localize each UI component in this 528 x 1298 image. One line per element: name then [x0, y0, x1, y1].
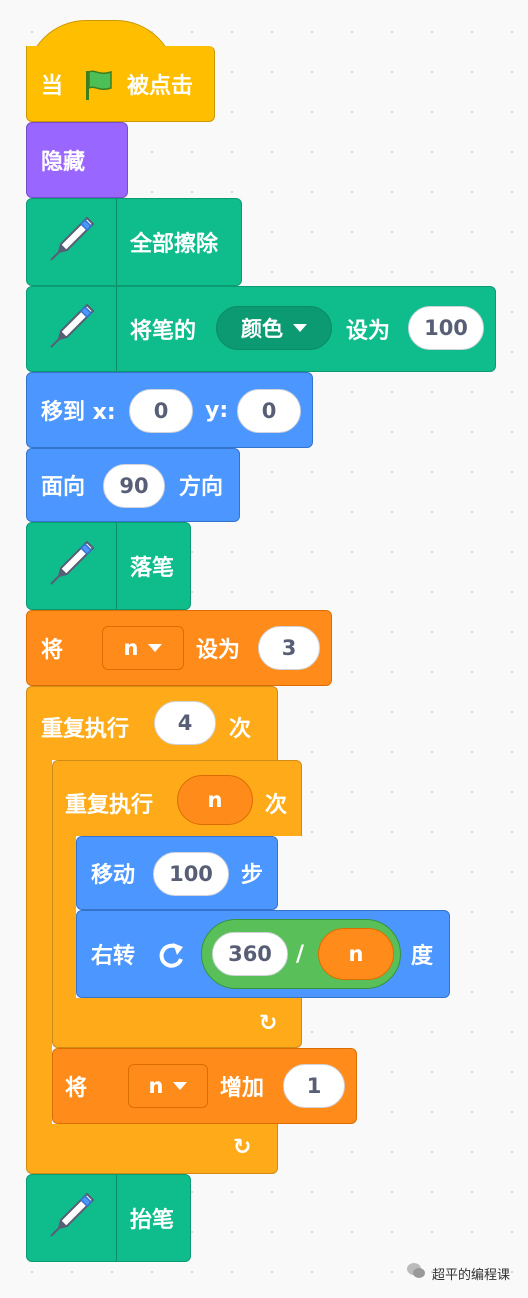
set-to-label: 设为: [346, 319, 391, 344]
divide-sign: /: [296, 942, 305, 967]
pen-icon: [47, 301, 97, 357]
variable-name: n: [123, 636, 139, 660]
repeat-inner-count-reporter[interactable]: n: [177, 775, 253, 825]
move-steps-block[interactable]: 移动 100 步: [76, 836, 278, 910]
repeat-inner-label: 重复执行: [65, 793, 154, 818]
set-var-value-input[interactable]: 3: [258, 626, 320, 670]
turn-right-block[interactable]: 右转 360 / n 度: [76, 910, 450, 998]
when-flag-clicked-block[interactable]: 当 被点击: [26, 46, 215, 122]
pen-up-label: 抬笔: [130, 1208, 175, 1233]
goto-xy-block[interactable]: 移到 x: 0 y: 0: [26, 372, 313, 448]
loop-arrow-icon: ↻: [259, 1011, 278, 1036]
pen-value-input[interactable]: 100: [408, 306, 484, 350]
pen-icon: [47, 538, 97, 594]
pen-param-dropdown[interactable]: 颜色: [216, 306, 332, 350]
dropdown-caret-icon: [293, 324, 307, 332]
pen-up-block[interactable]: 抬笔: [26, 1174, 191, 1262]
set-pen-label: 将笔的: [130, 319, 197, 344]
dropdown-caret-icon: [148, 644, 163, 652]
hide-label: 隐藏: [41, 150, 86, 175]
pen-extension-icon-wrap: [27, 199, 117, 285]
hide-block[interactable]: 隐藏: [26, 122, 128, 198]
turn-right-icon: [155, 939, 187, 977]
point-label: 面向: [41, 475, 86, 500]
divisor-reporter[interactable]: n: [318, 928, 394, 980]
pen-param-value: 颜色: [241, 317, 283, 341]
y-label: y:: [205, 397, 229, 423]
degrees-label: 度: [411, 944, 434, 969]
pen-icon: [47, 214, 97, 270]
repeat-outer-label: 重复执行: [41, 717, 130, 742]
change-by-label: 增加: [220, 1076, 265, 1101]
watermark: 超平的编程课: [406, 1262, 510, 1284]
change-var-label: 将: [65, 1076, 88, 1101]
x-input[interactable]: 0: [129, 389, 193, 433]
pen-down-label: 落笔: [130, 556, 175, 581]
pen-clear-block[interactable]: 全部擦除: [26, 198, 242, 286]
change-variable-block[interactable]: 将 n 增加 1: [52, 1048, 357, 1124]
move-steps-input[interactable]: 100: [153, 852, 229, 896]
y-input[interactable]: 0: [237, 389, 301, 433]
clicked-label: 被点击: [127, 73, 194, 99]
pen-extension-icon-wrap: [27, 287, 117, 371]
pen-extension-icon-wrap: [27, 1175, 117, 1261]
set-var-label: 将: [41, 638, 64, 663]
wechat-icon: [406, 1262, 426, 1284]
set-var-to-label: 设为: [196, 638, 241, 663]
divide-operator-block[interactable]: 360 / n: [201, 919, 401, 989]
repeat-inner-suffix: 次: [265, 793, 288, 818]
dividend-input[interactable]: 360: [212, 932, 288, 976]
turn-label: 右转: [91, 944, 136, 969]
variable-dropdown[interactable]: n: [128, 1064, 208, 1108]
pen-down-block[interactable]: 落笔: [26, 522, 191, 610]
repeat-outer-suffix: 次: [229, 717, 252, 742]
change-value-input[interactable]: 1: [283, 1064, 345, 1108]
direction-input[interactable]: 90: [103, 464, 165, 508]
watermark-text: 超平的编程课: [432, 1267, 511, 1283]
repeat-outer-count-input[interactable]: 4: [154, 701, 216, 745]
loop-arrow-icon: ↻: [233, 1135, 252, 1160]
pen-icon: [47, 1190, 97, 1246]
steps-label: 步: [241, 863, 264, 888]
direction-label: 方向: [179, 475, 224, 500]
flag-icon: [81, 68, 115, 108]
variable-name: n: [148, 1074, 164, 1098]
goto-label: 移到 x:: [41, 400, 116, 425]
set-variable-block[interactable]: 将 n 设为 3: [26, 610, 332, 686]
set-pen-param-block[interactable]: 将笔的 颜色 设为 100: [26, 286, 496, 372]
clear-label: 全部擦除: [130, 232, 219, 257]
variable-dropdown[interactable]: n: [102, 626, 184, 670]
when-label: 当: [41, 73, 64, 99]
pen-extension-icon-wrap: [27, 523, 117, 609]
dropdown-caret-icon: [173, 1082, 188, 1090]
point-direction-block[interactable]: 面向 90 方向: [26, 448, 240, 522]
move-label: 移动: [91, 863, 136, 888]
